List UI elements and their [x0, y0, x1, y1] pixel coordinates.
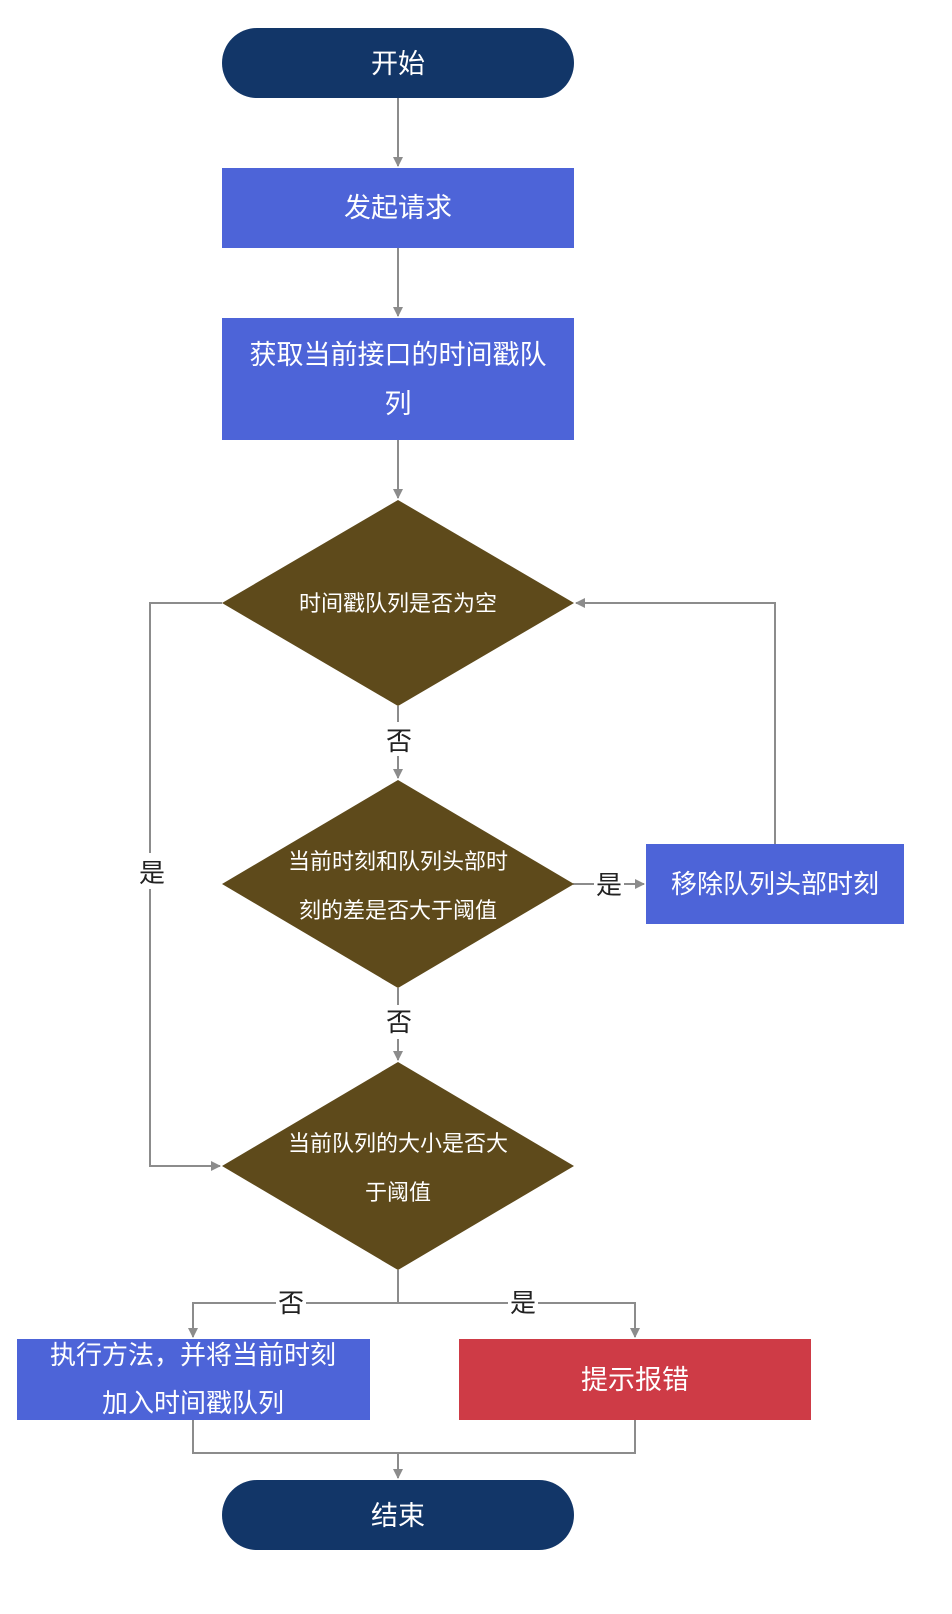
node-end-text: 结束 — [371, 1501, 425, 1532]
node-size-over-line1: 当前队列的大小是否大 — [288, 1132, 508, 1157]
label-diff-no: 否 — [386, 1008, 412, 1038]
node-start-text: 开始 — [371, 49, 425, 80]
node-start: 开始 — [222, 28, 574, 98]
node-execute-line1: 执行方法，并将当前时刻 — [50, 1341, 336, 1371]
label-size-yes: 是 — [510, 1289, 536, 1319]
edge-merge — [192, 1420, 636, 1454]
node-get-queue-line2: 列 — [385, 389, 412, 420]
node-error: 提示报错 — [459, 1339, 811, 1420]
edge-remove-loop — [575, 598, 776, 844]
label-diff-yes: 是 — [596, 871, 622, 901]
node-size-over: 当前队列的大小是否大 于阈值 — [222, 1062, 574, 1270]
label-empty-no: 否 — [386, 727, 412, 757]
edge-size-yes — [398, 1302, 640, 1338]
node-execute-line2: 加入时间戳队列 — [102, 1389, 284, 1419]
edges — [149, 98, 776, 1479]
node-end: 结束 — [222, 1480, 574, 1550]
edge-labels: 否 是 是 否 否 是 — [136, 722, 624, 1320]
node-execute: 执行方法，并将当前时刻 加入时间戳队列 — [17, 1339, 370, 1420]
edge-size-no — [188, 1302, 398, 1338]
node-queue-empty: 时间戳队列是否为空 — [222, 500, 574, 706]
label-size-no: 否 — [278, 1289, 304, 1319]
node-error-text: 提示报错 — [581, 1365, 689, 1396]
node-get-queue: 获取当前接口的时间戳队 列 — [222, 318, 574, 440]
node-diff-over: 当前时刻和队列头部时 刻的差是否大于阈值 — [222, 780, 574, 988]
node-queue-empty-text: 时间戳队列是否为空 — [299, 592, 497, 617]
node-get-queue-line1: 获取当前接口的时间戳队 — [250, 340, 547, 371]
node-size-over-line2: 于阈值 — [365, 1181, 431, 1206]
node-send-request-text: 发起请求 — [344, 193, 452, 224]
label-empty-yes: 是 — [139, 859, 165, 889]
node-send-request: 发起请求 — [222, 168, 574, 248]
node-remove-head-text: 移除队列头部时刻 — [671, 870, 879, 900]
node-remove-head: 移除队列头部时刻 — [646, 844, 904, 924]
node-diff-over-line2: 刻的差是否大于阈值 — [299, 899, 497, 924]
node-diff-over-line1: 当前时刻和队列头部时 — [288, 850, 508, 875]
